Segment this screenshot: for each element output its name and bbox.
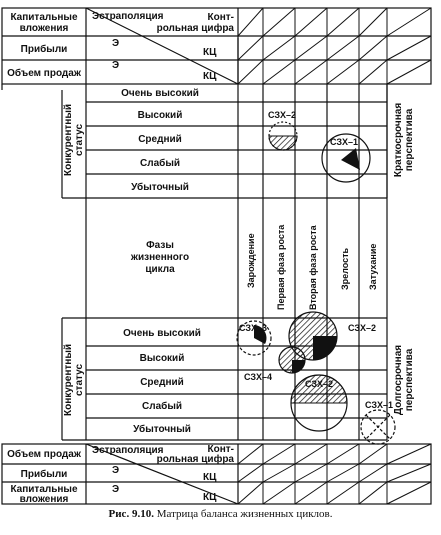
caption-number: Рис. 9.10. [108, 508, 154, 520]
grid-cell-diagonal [294, 35, 328, 61]
bottom-competitive-status-label: Конкурентныйстатус [63, 344, 85, 416]
bottom-szh1-circle [360, 409, 396, 445]
grid-cell-diagonal [386, 7, 432, 37]
grid-cell-diagonal [237, 481, 264, 505]
top-row-very-high: Очень высокий [121, 88, 199, 99]
grid-cell-diagonal [294, 59, 328, 85]
top-competitive-status-label: Конкурентныйстатус [63, 104, 85, 176]
grid-cell-diagonal [326, 481, 360, 505]
grid-cell-diagonal [386, 443, 432, 465]
grid-cell-diagonal [358, 443, 388, 465]
grid-cell-diagonal [386, 481, 432, 505]
grid-cell-diagonal [358, 7, 388, 37]
bottom-e-mark-1: Э [112, 465, 119, 476]
phase-maturity: Зрелость [340, 247, 350, 290]
caption-text: Матрица баланса жизненных циклов. [156, 508, 333, 520]
bottom-extrapolation-label: Эстраполяция [92, 445, 164, 456]
bottom-matrix [61, 317, 388, 441]
grid-cell-diagonal [262, 481, 296, 505]
bottom-row-high: Высокий [140, 353, 185, 364]
grid-cell-diagonal [262, 35, 296, 61]
grid-cell-diagonal [326, 463, 360, 483]
top-e-mark-2: Э [112, 60, 119, 71]
grid-cell-diagonal [237, 463, 264, 483]
grid-cell-diagonal [237, 7, 264, 37]
phases-section [85, 198, 388, 318]
bottom-kc-mark-1: КЦ [203, 472, 217, 483]
grid-cell-diagonal [358, 463, 388, 483]
grid-cell-diagonal [262, 7, 296, 37]
top-row-medium: Средний [138, 134, 182, 145]
top-matrix [61, 38, 388, 199]
phase-second-growth: Вторая фаза роста [308, 224, 318, 310]
bottom-szh2-label-middle: СЗХ–2 [305, 379, 333, 389]
top-control-grid [237, 7, 432, 85]
top-e-mark-1: Э [112, 38, 119, 49]
top-szh1-label: СЗХ–1 [330, 137, 358, 147]
figure-caption: Рис. 9.10. Матрица баланса жизненных цик… [0, 508, 441, 520]
grid-cell-diagonal [294, 463, 328, 483]
bottom-control-figure-label: Конт-рольная цифра [157, 444, 235, 465]
bottom-perspective-label: Долгосрочнаяперспектива [393, 345, 415, 415]
bottom-szh2-label-upper: СЗХ–2 [348, 323, 376, 333]
grid-cell-diagonal [326, 59, 360, 85]
grid-cell-diagonal [386, 35, 432, 61]
phase-decline: Затухание [368, 244, 378, 290]
top-profit-label: Прибыли [21, 43, 68, 55]
grid-cell-diagonal [237, 443, 264, 465]
phase-origin: Зарождение [246, 233, 256, 288]
bottom-szh4-label: СЗХ–4 [244, 372, 272, 382]
grid-cell-diagonal [358, 35, 388, 61]
grid-cell-diagonal [237, 35, 264, 61]
bottom-row-very-high: Очень высокий [123, 328, 201, 339]
grid-cell-diagonal [294, 481, 328, 505]
grid-cell-diagonal [294, 7, 328, 37]
bottom-szh2-mid-circle [290, 374, 348, 432]
bottom-row-unprofitable: Убыточный [133, 423, 191, 435]
phase-first-growth: Первая фаза роста [276, 224, 286, 310]
bottom-control-grid [237, 443, 432, 505]
grid-cell-diagonal [386, 59, 432, 85]
top-szh2-circle [268, 121, 298, 151]
bottom-szh4-circle [278, 346, 306, 374]
bottom-kc-mark-2: КЦ [203, 492, 217, 503]
grid-cell-diagonal [358, 59, 388, 85]
bottom-szh2-large-circle [288, 311, 338, 361]
top-row-weak: Слабый [140, 157, 180, 169]
grid-cell-diagonal [386, 463, 432, 483]
top-kc-mark-1: КЦ [203, 47, 217, 58]
top-row-high: Высокий [138, 110, 183, 121]
bottom-row-medium: Средний [140, 377, 184, 388]
bottom-szh3-circle [236, 320, 272, 356]
grid-cell-diagonal [326, 443, 360, 465]
grid-cell-diagonal [326, 7, 360, 37]
bottom-e-mark-2: Э [112, 484, 119, 495]
top-row-unprofitable: Убыточный [131, 181, 189, 193]
top-control-figure-label: Конт-рольная цифра [157, 12, 235, 34]
top-perspective-label: Краткосрочнаяперспектива [393, 103, 415, 177]
grid-cell-diagonal [294, 443, 328, 465]
top-kc-mark-2: КЦ [203, 71, 217, 82]
grid-cell-diagonal [237, 59, 264, 85]
bottom-row-weak: Слабый [142, 400, 182, 412]
top-extrapolation-label: Эстраполяция [92, 11, 164, 22]
grid-cell-diagonal [326, 35, 360, 61]
bottom-szh1-label: СЗХ–1 [365, 400, 393, 410]
grid-cell-diagonal [262, 463, 296, 483]
bottom-sales-label: Объем продаж [7, 448, 82, 460]
bottom-szh3-label: СЗХ–3 [239, 323, 267, 333]
bottom-profit-label: Прибыли [21, 468, 68, 480]
grid-cell-diagonal [262, 59, 296, 85]
top-szh2-label: СЗХ–2 [268, 110, 296, 120]
top-szh1-circle [321, 133, 371, 183]
grid-cell-diagonal [262, 443, 296, 465]
grid-cell-diagonal [358, 481, 388, 505]
top-sales-label: Объем продаж [7, 67, 82, 79]
